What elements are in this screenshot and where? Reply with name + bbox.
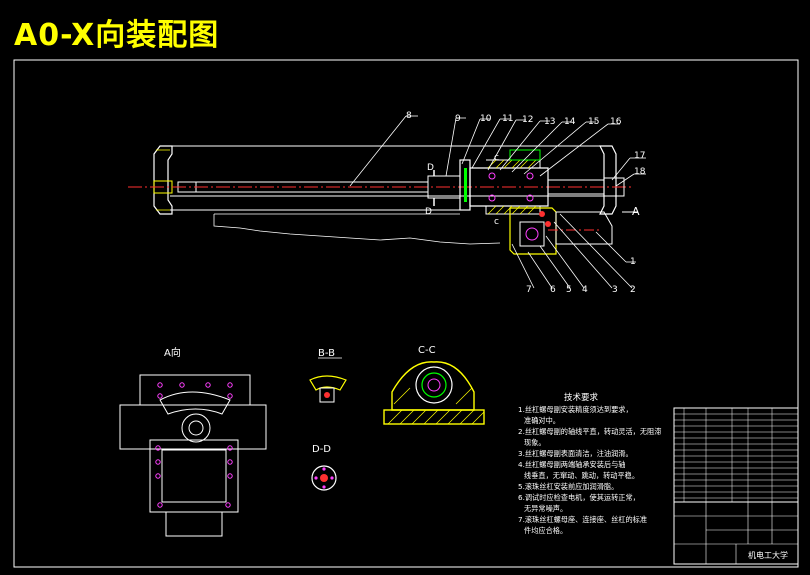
right-end-bracket	[599, 145, 617, 215]
a-view-top-plate	[139, 374, 251, 406]
title-block: 机电工大学	[673, 407, 799, 565]
part-label-17: 17	[634, 151, 645, 161]
part-label-9: 9	[455, 114, 461, 124]
ball-screw-shaft	[177, 181, 429, 193]
top-bolt	[509, 149, 541, 161]
red-bolt-1	[539, 211, 545, 217]
ball-bearing-4	[526, 194, 534, 202]
ball-bearing-1	[488, 172, 496, 180]
dd-core	[320, 474, 328, 482]
dd-label: D-D	[312, 444, 331, 455]
a-view-motor-inner	[161, 449, 227, 503]
parts-list-grid	[674, 408, 798, 502]
part-label-2: 2	[630, 285, 636, 295]
housing-hatch	[487, 159, 537, 215]
part-number-labels: 8 9 10 11 12 13 14 15 16 17 18 1 2 3 4 5…	[406, 111, 646, 295]
part-label-12: 12	[522, 115, 533, 125]
part-label-11: 11	[502, 114, 513, 124]
left-bracket-hatch	[156, 149, 170, 211]
tech-line-9: 6.调试时应检查电机，使其运转正常，	[518, 493, 640, 502]
tech-line-11: 7.滚珠丝杠螺母座、连接座、丝杠的标准	[518, 515, 647, 524]
part-label-1: 1	[630, 257, 636, 267]
cc-section: C-C	[383, 345, 485, 425]
tech-line-8: 5.滚珠丝杠安装前应加润滑脂。	[518, 482, 618, 491]
bb-section: B-B	[309, 348, 347, 403]
part-label-15: 15	[588, 117, 599, 127]
parts-list-table	[673, 407, 799, 503]
tech-line-12: 件均应合格。	[524, 526, 567, 535]
a-view-hub	[181, 413, 211, 443]
a-view: A向	[119, 346, 267, 537]
a-view-motor-tail	[165, 511, 223, 537]
motor-body	[555, 211, 613, 245]
bb-block	[319, 387, 335, 403]
a-view-motor-flange	[149, 439, 239, 513]
a-view-hub-bore	[188, 420, 204, 436]
part-label-5: 5	[566, 285, 572, 295]
a-view-mid-block	[119, 404, 267, 450]
tech-line-2: 准确对中。	[524, 416, 560, 425]
part-label-6: 6	[550, 285, 556, 295]
drawing-title: A0-X向装配图	[14, 18, 220, 53]
drawing-frame	[13, 59, 799, 568]
part-label-10: 10	[480, 114, 492, 124]
flange-seal	[464, 168, 467, 202]
tech-line-7: 线垂直，无窜动、跳动，转动平稳。	[524, 471, 639, 480]
cc-hatch	[387, 387, 485, 425]
part-label-16: 16	[610, 117, 622, 127]
break-line	[213, 214, 501, 245]
part-label-8: 8	[406, 111, 412, 121]
dd-outer	[311, 465, 337, 491]
bb-label: B-B	[318, 348, 335, 359]
school-name: 机电工大学	[748, 550, 788, 560]
c-mark-bottom: c	[494, 217, 499, 227]
dd-section: D-D	[311, 444, 337, 491]
c-mark-top: c	[494, 153, 499, 163]
nut-housing	[469, 167, 549, 207]
tech-line-5: 3.丝杠螺母副表面清洁，注油润滑。	[518, 449, 633, 458]
part-label-7: 7	[526, 285, 532, 295]
part-label-14: 14	[564, 117, 576, 127]
d-mark-bottom: D	[425, 207, 432, 217]
tech-line-10: 无异常噪声。	[524, 504, 567, 513]
cc-bearing-ring	[421, 372, 447, 398]
section-a-mark: A	[632, 205, 640, 218]
tech-line-1: 1.丝杠螺母副安装精度须达到要求，	[518, 405, 633, 414]
cc-base	[383, 409, 485, 425]
tech-line-3: 2.丝杠螺母副的轴线平直，转动灵活，无阻滞	[518, 427, 661, 436]
cc-bearing-outer	[415, 366, 453, 404]
leader-lines	[349, 115, 646, 289]
part-label-18: 18	[634, 167, 646, 177]
cc-housing	[391, 361, 475, 411]
a-view-bolt-holes	[155, 382, 233, 508]
main-view	[128, 145, 638, 255]
tech-requirements: 技术要求 1.丝杠螺母副安装精度须达到要求， 准确对中。 2.丝杠螺母副的轴线平…	[518, 392, 661, 535]
red-bolt-2	[545, 221, 551, 227]
cc-shaft	[427, 378, 441, 392]
cartouche-grid	[674, 502, 798, 564]
part-label-13: 13	[544, 117, 555, 127]
ball-bearing-3	[488, 194, 496, 202]
part-label-3: 3	[612, 285, 618, 295]
tech-line-4: 现象。	[524, 438, 546, 447]
bb-bolt	[324, 392, 330, 398]
dd-holes	[314, 467, 334, 489]
left-end-bracket	[153, 145, 173, 215]
worm-gear	[519, 221, 545, 247]
ball-bearing-2	[526, 172, 534, 180]
gear-center	[525, 227, 539, 241]
tech-line-6: 4.丝杠螺母副两端轴承安装后与轴	[518, 460, 625, 469]
motor-mount	[509, 207, 557, 255]
a-view-label: A向	[164, 346, 181, 359]
cc-label: C-C	[418, 345, 436, 356]
d-mark-top: D	[427, 163, 434, 173]
tech-requirements-heading: 技术要求	[564, 392, 599, 403]
a-view-arch	[159, 391, 231, 415]
part-label-4: 4	[582, 285, 588, 295]
